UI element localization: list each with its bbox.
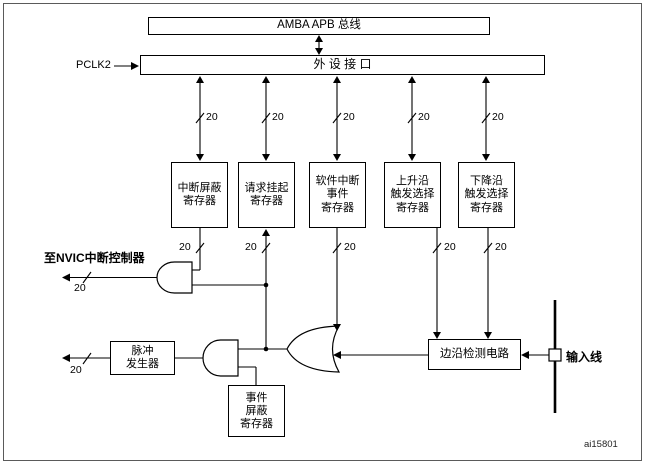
emr-line3: 寄存器 [240, 417, 273, 430]
register-bus-arrows [195, 76, 491, 161]
ftsr-to-edge-wire [483, 228, 493, 339]
bus-width-label-swier-top: 20 [343, 111, 355, 123]
bus-width-label-pr-top: 20 [272, 111, 284, 123]
imr-line2: 寄存器 [183, 195, 216, 207]
pulse-line1: 脉冲 [131, 345, 154, 357]
input-tap-square [548, 348, 562, 362]
bus-width-label-rtsr-top: 20 [418, 111, 430, 123]
swier-line3: 寄存器 [321, 201, 354, 214]
emr-line2: 屏蔽 [245, 404, 268, 417]
rtsr-line2: 触发选择 [390, 188, 435, 201]
peripheral-interface-box: 外 设 接 口 [140, 55, 545, 75]
bus-width-label-ftsr-down: 20 [495, 241, 507, 253]
bus-width-label-rtsr-down: 20 [444, 241, 456, 253]
bus-width-label-pr-down: 20 [245, 241, 257, 253]
to-nvic-label: 至NVIC中断控制器 [44, 251, 145, 265]
peripheral-interface-label: 外 设 接 口 [313, 57, 372, 72]
input-line-label: 输入线 [566, 350, 603, 364]
rising-trigger-register-box: 上升沿 触发选择 寄存器 [384, 162, 441, 228]
pclk2-arrow [114, 62, 139, 70]
imr-bus [195, 76, 205, 161]
swier-bus [332, 76, 342, 161]
input-line [548, 300, 562, 413]
ftsr-line3: 寄存器 [470, 201, 503, 214]
interrupt-mask-register-box: 中断屏蔽 寄存器 [171, 162, 228, 228]
inputline-to-edge-wire [521, 351, 549, 359]
nvic-output-arrow [62, 271, 157, 284]
bus-width-label-ftsr-top: 20 [492, 111, 504, 123]
software-interrupt-event-register-box: 软件中断 事件 寄存器 [309, 162, 366, 228]
imr-to-and-wire [192, 228, 205, 271]
pulse-line2: 发生器 [126, 358, 159, 370]
pr-line2: 寄存器 [250, 195, 283, 207]
amba-apb-bus-label: AMBA APB 总线 [277, 19, 361, 32]
imr-line1: 中断屏蔽 [177, 181, 222, 194]
ftsr-line1: 下降沿 [470, 174, 503, 187]
bus-width-label-imr-down: 20 [179, 241, 191, 253]
swier-to-or-wire [332, 228, 342, 331]
pr-wire [192, 229, 271, 352]
rtsr-to-edge-wire [432, 228, 442, 339]
event-mask-register-box: 事件 屏蔽 寄存器 [228, 385, 285, 437]
pulse-output-arrow [62, 352, 110, 365]
emr-line1: 事件 [245, 391, 268, 404]
bus-width-label-pulse-out: 20 [70, 364, 82, 376]
event-or-gate [286, 325, 341, 373]
bus-width-label-nvic-out: 20 [74, 282, 86, 294]
pr-line1: 请求挂起 [244, 181, 289, 194]
ftsr-bus [481, 76, 491, 161]
pending-request-register-box: 请求挂起 寄存器 [238, 162, 295, 228]
pr-bus [261, 76, 271, 161]
nvic-and-gate [156, 261, 193, 294]
bus-width-label-imr-top: 20 [206, 111, 218, 123]
apb-vertical-arrow [315, 35, 323, 55]
event-and-gate [202, 339, 239, 377]
rtsr-line1: 上升沿 [396, 174, 429, 187]
edge-detect-circuit-box: 边沿检测电路 [428, 339, 521, 370]
rtsr-line3: 寄存器 [396, 201, 429, 214]
edge-to-or-wire [333, 351, 428, 359]
figure-id-label: ai15801 [584, 439, 618, 450]
ftsr-line2: 触发选择 [464, 188, 509, 201]
pulse-generator-box: 脉冲 发生器 [110, 341, 175, 375]
emr-to-and-wire [238, 366, 257, 385]
amba-apb-bus-box: AMBA APB 总线 [148, 17, 490, 35]
falling-trigger-register-box: 下降沿 触发选择 寄存器 [458, 162, 515, 228]
swier-line1: 软件中断 [315, 174, 360, 187]
rtsr-bus [407, 76, 417, 161]
bus-width-label-swier-down: 20 [344, 241, 356, 253]
pclk2-label: PCLK2 [76, 59, 111, 71]
edge-detect-label: 边沿检测电路 [440, 347, 509, 360]
swier-line2: 事件 [326, 188, 349, 201]
